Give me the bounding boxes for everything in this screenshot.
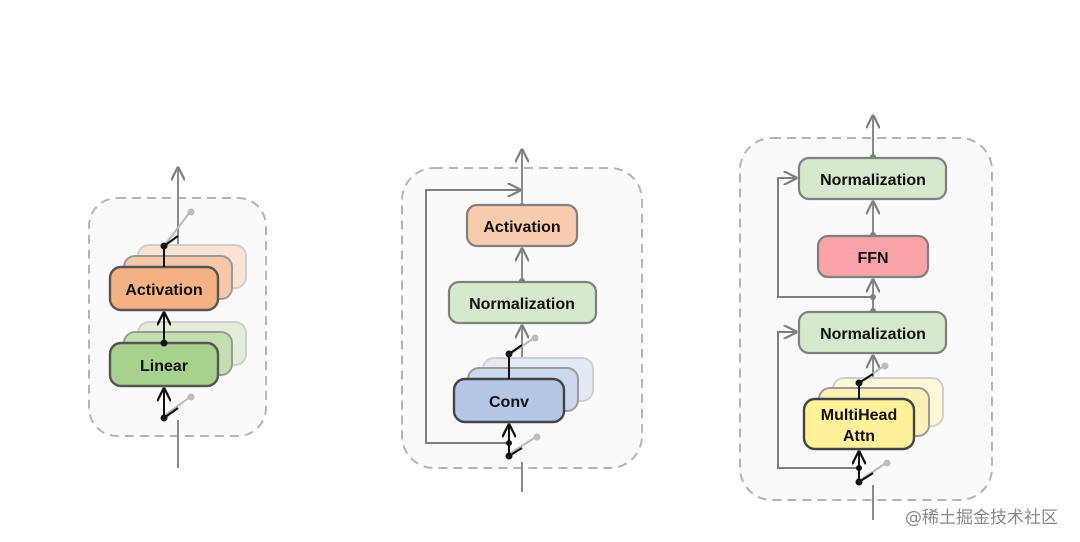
panel-1-ghost-switch-top xyxy=(163,211,191,247)
panel-linear-activation: Activation Linear xyxy=(88,168,267,468)
panel-1-ghost-dot-bottom xyxy=(187,393,195,401)
normalization-box-conv xyxy=(447,280,598,325)
panel-3-switch-bottom xyxy=(858,472,874,483)
panel-3-ghost-dot-bottom xyxy=(883,459,891,467)
panel-1-ghost-switch-bottom xyxy=(163,396,191,417)
watermark: @稀土掘金技术社区 xyxy=(905,508,1058,528)
panel-3-switch-top xyxy=(858,373,874,384)
ffn-box xyxy=(816,234,930,279)
linear-label: Linear xyxy=(140,358,188,375)
panel-1-ghost-dot-top xyxy=(187,208,195,216)
multihead-attn-label-line2: Attn xyxy=(843,428,875,445)
activation-label-2: Activation xyxy=(483,219,560,236)
panel-2-switch-bottom xyxy=(508,447,523,457)
panel-2-ghost-switch-bottom xyxy=(508,436,537,455)
panel-3-dot-skip-upper xyxy=(870,294,876,300)
panel-2-skip-connection xyxy=(425,190,520,444)
conv-label: Conv xyxy=(489,394,529,411)
ffn-label: FFN xyxy=(857,250,888,267)
normalization-box-mid xyxy=(797,310,948,355)
normalization-box-top xyxy=(797,156,948,201)
panel-3-skip-connection-upper xyxy=(777,178,873,298)
normalization-label-mid: Normalization xyxy=(820,326,926,343)
activation-box-2 xyxy=(465,203,579,248)
panel-2-dot-skip xyxy=(506,440,512,446)
panel-2-ghost-dot-bottom xyxy=(533,433,541,441)
panel-3-skip-connection-lower xyxy=(777,332,859,469)
normalization-label-conv: Normalization xyxy=(469,296,575,313)
activation-label-1: Activation xyxy=(125,282,202,299)
panel-transformer: Normalization FFN Normalization MultiHea… xyxy=(739,116,993,520)
panel-conv: Activation Normalization Conv xyxy=(401,150,643,492)
panel-3-ghost-dot-top xyxy=(881,362,889,370)
panel-1-switch-top xyxy=(163,235,179,247)
multihead-attn-label-line1: MultiHead xyxy=(821,407,897,424)
panel-2-switch-top xyxy=(508,344,523,355)
panel-2-ghost-dot-top xyxy=(531,334,539,342)
normalization-label-top: Normalization xyxy=(820,172,926,189)
panel-3-dot-skip-lower xyxy=(856,465,862,471)
